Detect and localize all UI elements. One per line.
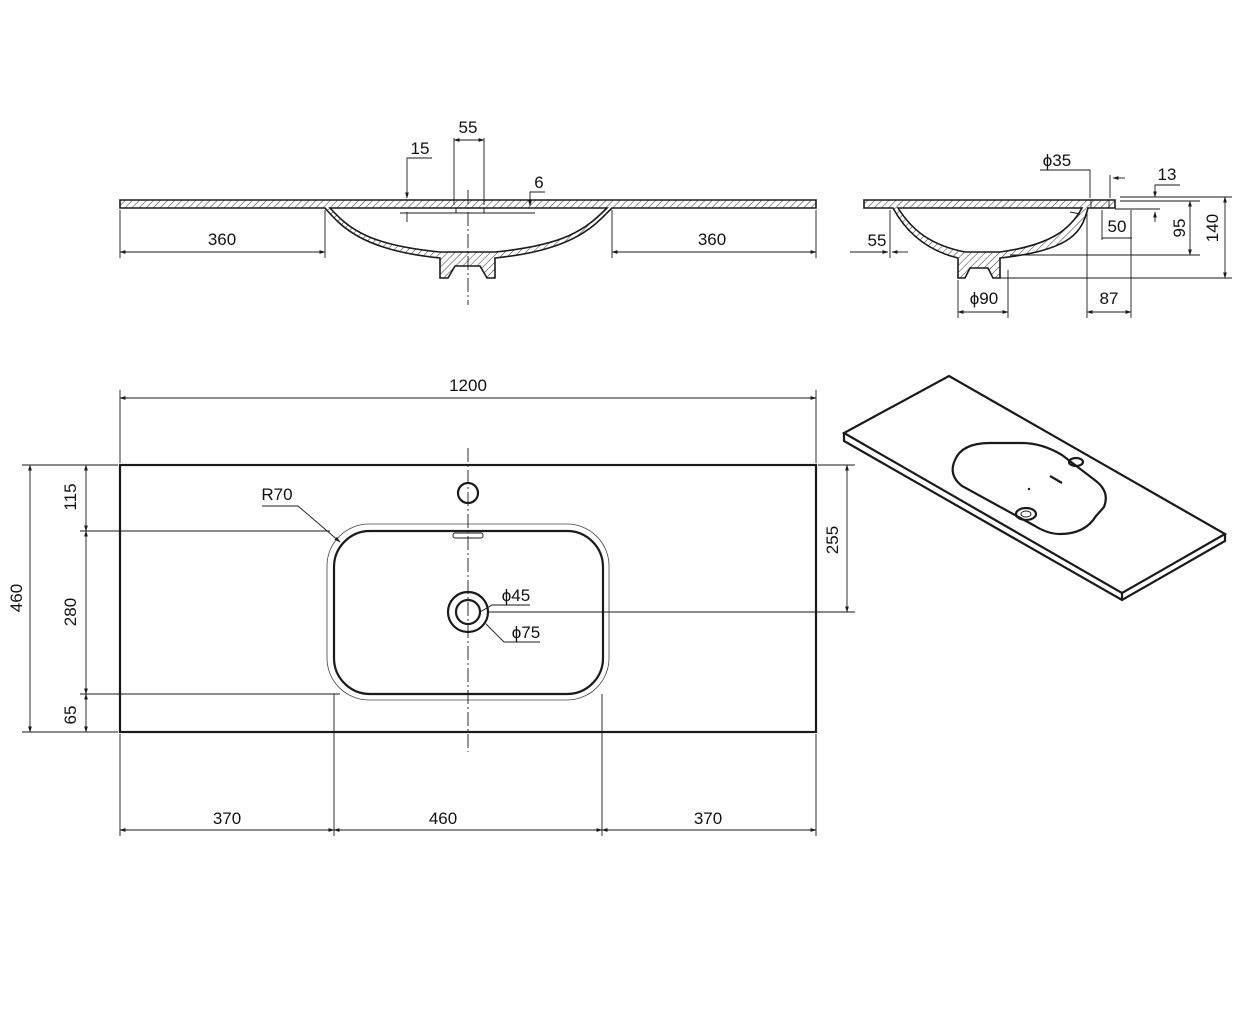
dim-460-vertical-label: 460 — [7, 584, 26, 612]
dim-50-label: 50 — [1108, 217, 1127, 236]
dim-15-label: 15 — [411, 139, 430, 158]
dim-65-label: 65 — [61, 706, 80, 725]
leader-phi45 — [479, 604, 530, 613]
dim-460-bottom-label: 460 — [429, 809, 457, 828]
iso-basin — [951, 441, 1107, 536]
iso-center-mark — [1027, 487, 1031, 491]
phi75-label: ϕ75 — [512, 623, 540, 642]
phi45-label: ϕ45 — [502, 586, 530, 605]
dim-1200-label: 1200 — [449, 376, 487, 395]
iso-tap-hole — [1067, 456, 1085, 468]
dim-255-label: 255 — [823, 526, 842, 554]
dim-360-left-label: 360 — [208, 230, 236, 249]
dim-leader-15 — [405, 157, 432, 199]
dim-leader-6 — [528, 191, 545, 207]
dim-55-side-label: 55 — [868, 231, 887, 250]
tap-hole-section — [1090, 199, 1110, 209]
side-section-profile — [863, 199, 1116, 279]
iso-overflow-slot — [1049, 475, 1063, 484]
dim-leader-phi35 — [1040, 169, 1091, 198]
isometric-view — [841, 374, 1228, 602]
dim-phi35-label: ϕ35 — [1043, 151, 1071, 170]
front-section-view: 360 360 15 55 6 — [119, 118, 817, 305]
r70-label: R70 — [261, 485, 292, 504]
side-section-view: ϕ35 13 50 95 140 55 ϕ90 8 — [850, 151, 1232, 318]
iso-countertop-top — [841, 374, 1228, 595]
dim-55-label: 55 — [459, 118, 478, 137]
overflow-mark — [1069, 211, 1081, 215]
leader-r70 — [262, 505, 341, 543]
dim-leader-13 — [1153, 184, 1180, 198]
dim-87-label: 87 — [1100, 289, 1119, 308]
dim-140-label: 140 — [1203, 214, 1222, 242]
dim-95-label: 95 — [1170, 219, 1189, 238]
dim-phi90-label: ϕ90 — [970, 289, 998, 308]
dim-13-label: 13 — [1158, 165, 1177, 184]
dim-370-left-label: 370 — [213, 809, 241, 828]
leader-phi75 — [485, 623, 540, 643]
dim-370-right-label: 370 — [694, 809, 722, 828]
dim-360-right-label: 360 — [698, 230, 726, 249]
iso-drain-outer — [1014, 506, 1038, 522]
dim-280-label: 280 — [61, 598, 80, 626]
dim-115-label: 115 — [61, 483, 80, 510]
plan-view: 1200 460 115 280 65 255 R70 ϕ45 ϕ75 — [7, 376, 855, 836]
iso-drain-inner — [1020, 510, 1032, 518]
basin-inner-edge — [332, 529, 605, 696]
dim-6-label: 6 — [534, 173, 543, 192]
